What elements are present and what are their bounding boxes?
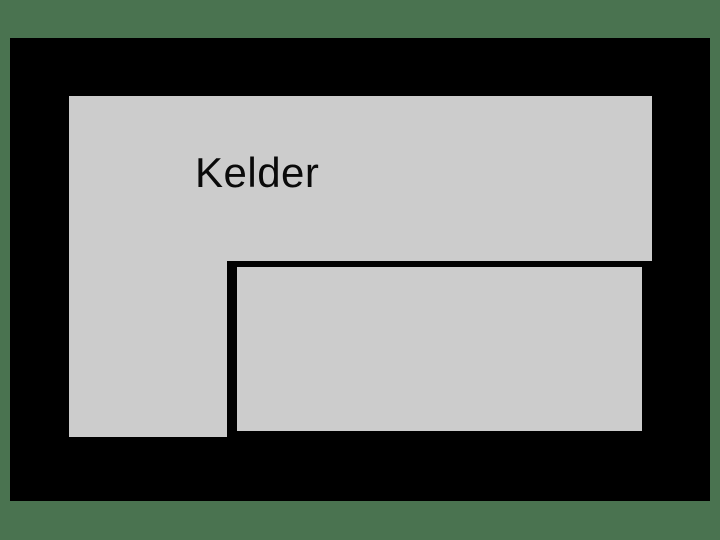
- dashed-edge-left: [227, 261, 237, 437]
- room-label-kelder: Kelder: [195, 149, 320, 196]
- plan-frame: Kelder: [10, 38, 710, 501]
- dashed-edge-right: [642, 261, 652, 437]
- dashed-corner-top-left: [227, 261, 237, 267]
- room-kelder[interactable]: Kelder: [69, 96, 652, 437]
- dashed-subarea[interactable]: [227, 261, 652, 437]
- dashed-edge-top: [227, 261, 652, 267]
- dashed-edge-bottom: [227, 431, 652, 437]
